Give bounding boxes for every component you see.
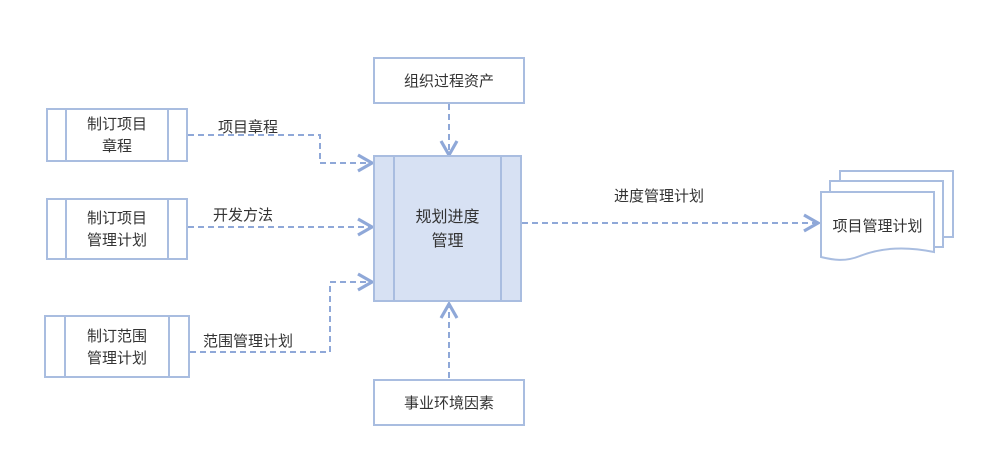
process-plan-schedule-management: 规划进度 管理	[373, 155, 522, 302]
box-label: 组织过程资产	[403, 71, 494, 90]
process-label: 制订项目 管理计划	[86, 209, 147, 249]
output-project-mgmt-plan: 项目管理计划	[821, 200, 934, 250]
flow-label-charter: 项目章程	[218, 118, 279, 136]
input-enterprise-env-factors: 事业环境因素	[373, 379, 525, 426]
flow-label-scope-plan: 范围管理计划	[203, 332, 294, 350]
process-plan-scope: 制订范围 管理计划	[44, 315, 190, 378]
document-label: 项目管理计划	[832, 216, 923, 235]
process-develop-pm-plan: 制订项目 管理计划	[46, 198, 188, 260]
arrow-scope-plan	[190, 272, 376, 353]
process-label: 制订范围 管理计划	[86, 326, 147, 367]
document-stack-icon	[820, 170, 954, 261]
process-label: 规划进度 管理	[415, 206, 480, 250]
input-org-process-assets: 组织过程资产	[373, 57, 525, 104]
process-develop-charter: 制订项目 章程	[46, 108, 188, 162]
box-label: 事业环境因素	[403, 393, 494, 412]
flow-label-schedule-plan: 进度管理计划	[614, 187, 705, 205]
arrow-project-charter	[188, 134, 376, 173]
process-label: 制订项目 章程	[86, 115, 147, 155]
flow-label-approach: 开发方法	[213, 206, 274, 224]
